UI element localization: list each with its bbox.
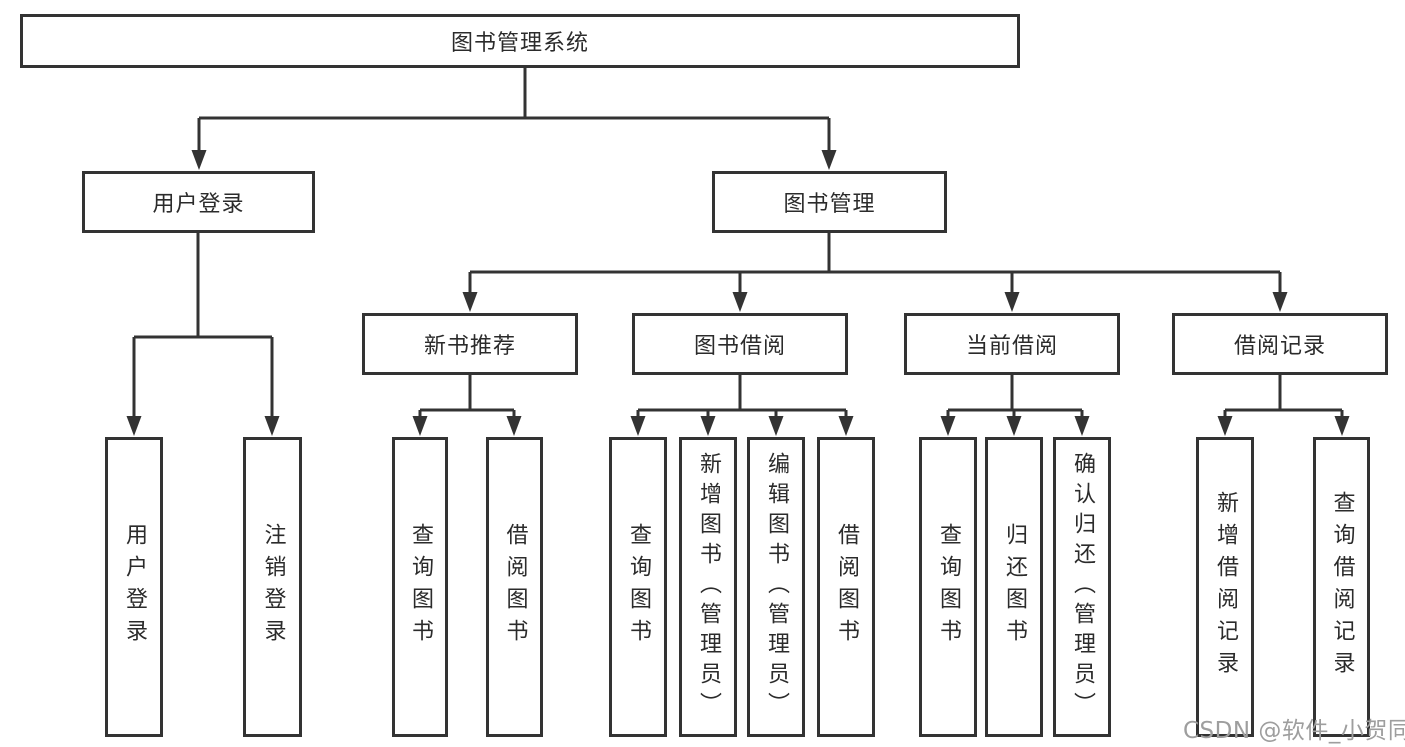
leaf-br-query-record: 查询借阅记录	[1313, 437, 1370, 737]
arrowhead-borrow-records	[1272, 292, 1288, 312]
leaf-bb-query-books: 查询图书	[609, 437, 667, 737]
arrowhead-bb-edit	[768, 416, 784, 436]
leaf-logout-login-label: 注销登录	[260, 523, 286, 651]
arrowhead-br-query	[1334, 416, 1350, 436]
leaf-bb-borrow-books-label: 借阅图书	[834, 523, 859, 651]
connector-book-management-to-level3	[468, 233, 1282, 300]
leaf-cb-return-books-label: 归还图书	[1002, 523, 1027, 651]
arrowhead-current-borrow	[1004, 292, 1020, 312]
arrowhead-new-book-recommend	[462, 292, 478, 312]
leaf-br-add-record-label: 新增借阅记录	[1213, 491, 1238, 683]
leaf-bb-add-books-admin: 新增图书（管理员）	[679, 437, 737, 737]
arrowhead-br-add	[1217, 416, 1233, 436]
node-new-book-recommend-label: 新书推荐	[423, 334, 516, 359]
node-book-management-label: 图书管理	[783, 192, 876, 217]
watermark-text: CSDN @软件_小贺同学	[1183, 718, 1405, 744]
leaf-nbr-query-books: 查询图书	[392, 437, 448, 737]
node-root-label: 图书管理系统	[450, 31, 589, 56]
arrowhead-bb-query	[630, 416, 646, 436]
node-user-login-label: 用户登录	[152, 192, 245, 217]
arrowhead-cb-confirm	[1074, 416, 1090, 436]
node-current-borrow-label: 当前借阅	[965, 334, 1058, 359]
arrowhead-nbr-borrow	[506, 416, 522, 436]
leaf-cb-confirm-return-admin-label: 确认归还（管理员）	[1070, 452, 1095, 722]
leaf-br-query-record-label: 查询借阅记录	[1329, 491, 1355, 683]
node-book-management: 图书管理	[712, 171, 947, 233]
node-book-borrow-label: 图书借阅	[693, 334, 786, 359]
node-book-borrow: 图书借阅	[632, 313, 848, 375]
leaf-cb-confirm-return-admin: 确认归还（管理员）	[1053, 437, 1111, 737]
leaf-bb-add-books-admin-label: 新增图书（管理员）	[696, 452, 721, 722]
leaf-bb-edit-books-admin-label: 编辑图书（管理员）	[764, 452, 789, 722]
arrowhead-user-login	[191, 150, 207, 170]
leaf-nbr-borrow-books-label: 借阅图书	[502, 523, 528, 651]
connector-user-login-to-leaves	[132, 233, 274, 424]
arrowhead-bb-borrow	[838, 416, 854, 436]
leaf-user-login: 用户登录	[105, 437, 163, 737]
leaf-nbr-query-books-label: 查询图书	[408, 523, 433, 651]
arrowhead-leaf-user-login	[126, 416, 142, 436]
leaf-bb-borrow-books: 借阅图书	[817, 437, 875, 737]
leaf-cb-query-books: 查询图书	[919, 437, 977, 737]
leaf-nbr-borrow-books: 借阅图书	[486, 437, 543, 737]
leaf-bb-query-books-label: 查询图书	[626, 523, 651, 651]
leaf-br-add-record: 新增借阅记录	[1196, 437, 1254, 737]
node-new-book-recommend: 新书推荐	[362, 313, 578, 375]
arrowhead-nbr-query	[412, 416, 428, 436]
arrowhead-book-management	[821, 150, 837, 170]
leaf-user-login-label: 用户登录	[122, 523, 147, 651]
arrowhead-cb-return	[1006, 416, 1022, 436]
arrowhead-cb-query	[940, 416, 956, 436]
connector-borrow-records-to-leaves	[1223, 375, 1344, 424]
node-root-library-system: 图书管理系统	[20, 14, 1020, 68]
node-current-borrow: 当前借阅	[904, 313, 1120, 375]
node-borrow-records: 借阅记录	[1172, 313, 1388, 375]
leaf-cb-return-books: 归还图书	[985, 437, 1043, 737]
node-borrow-records-label: 借阅记录	[1233, 334, 1326, 359]
arrowhead-book-borrow	[732, 292, 748, 312]
connector-root-to-level2	[197, 68, 831, 158]
arrowhead-leaf-logout	[264, 416, 280, 436]
connector-new-book-recommend-to-leaves	[418, 375, 516, 424]
arrowhead-bb-add	[700, 416, 716, 436]
node-user-login: 用户登录	[82, 171, 315, 233]
leaf-bb-edit-books-admin: 编辑图书（管理员）	[747, 437, 805, 737]
connector-book-borrow-to-leaves	[636, 375, 848, 424]
leaf-logout-login: 注销登录	[243, 437, 302, 737]
leaf-cb-query-books-label: 查询图书	[936, 523, 961, 651]
